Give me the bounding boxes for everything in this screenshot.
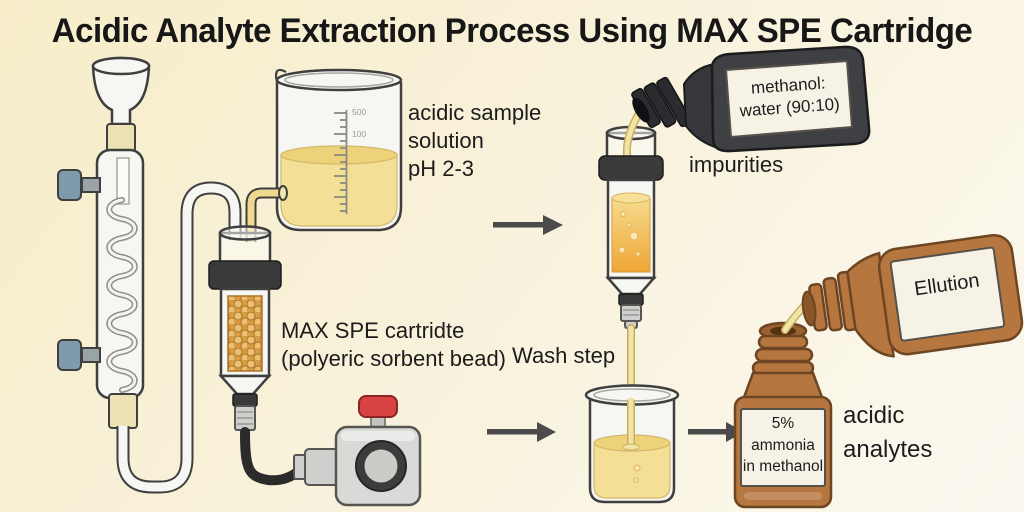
hose-connector-bottom bbox=[57, 339, 101, 371]
elution-label-paper bbox=[889, 246, 1006, 342]
beaker-spout bbox=[274, 68, 287, 83]
max-spe-cartridge bbox=[208, 225, 282, 431]
page-title: Acidic Analyte Extraction Process Using … bbox=[51, 12, 973, 50]
reflux-condenser bbox=[57, 56, 151, 429]
impurities-label: impurities bbox=[689, 152, 784, 177]
ammonia-solvent-label: 5% ammonia in methanol bbox=[742, 415, 824, 476]
beaker-scale-upper: 500 bbox=[352, 107, 367, 117]
bottle-mouth bbox=[632, 97, 650, 123]
arrow-load-to-wash bbox=[493, 215, 563, 235]
condenser-lower-joint bbox=[108, 393, 138, 429]
pump-valve-knob bbox=[358, 395, 398, 430]
cartridge-retaining-ring bbox=[208, 260, 282, 290]
beaker-graduations bbox=[334, 110, 348, 214]
wash-step-label: Wash step bbox=[512, 343, 616, 368]
spe-cartridge-label: MAX SPE cartridte (polyeric sorbent bead… bbox=[281, 318, 507, 372]
wash-column-ring bbox=[598, 155, 664, 181]
elution-bottle-mouth bbox=[801, 290, 817, 327]
sample-beaker bbox=[274, 68, 403, 232]
wash-solvent-bottle bbox=[631, 45, 871, 153]
sorbent-bed bbox=[227, 295, 263, 372]
bottle-label-paper bbox=[725, 60, 853, 138]
vacuum-pump bbox=[293, 395, 422, 507]
arrow-wash-to-collect bbox=[487, 422, 556, 442]
sample-transfer-tube bbox=[245, 185, 288, 242]
condenser-transfer-tube bbox=[116, 181, 242, 494]
wash-beaker bbox=[584, 384, 680, 504]
ammonia-label-paper bbox=[740, 408, 826, 487]
beaker-scale-lower: 100 bbox=[352, 129, 367, 139]
elution-bottle bbox=[801, 233, 1024, 358]
hose-connector-top bbox=[57, 169, 101, 201]
sample-solution-label: acidic sample solution pH 2-3 bbox=[408, 100, 542, 182]
acidic-analytes-label: acidic analytes bbox=[843, 402, 933, 463]
condenser-stopper-joint bbox=[106, 123, 136, 153]
